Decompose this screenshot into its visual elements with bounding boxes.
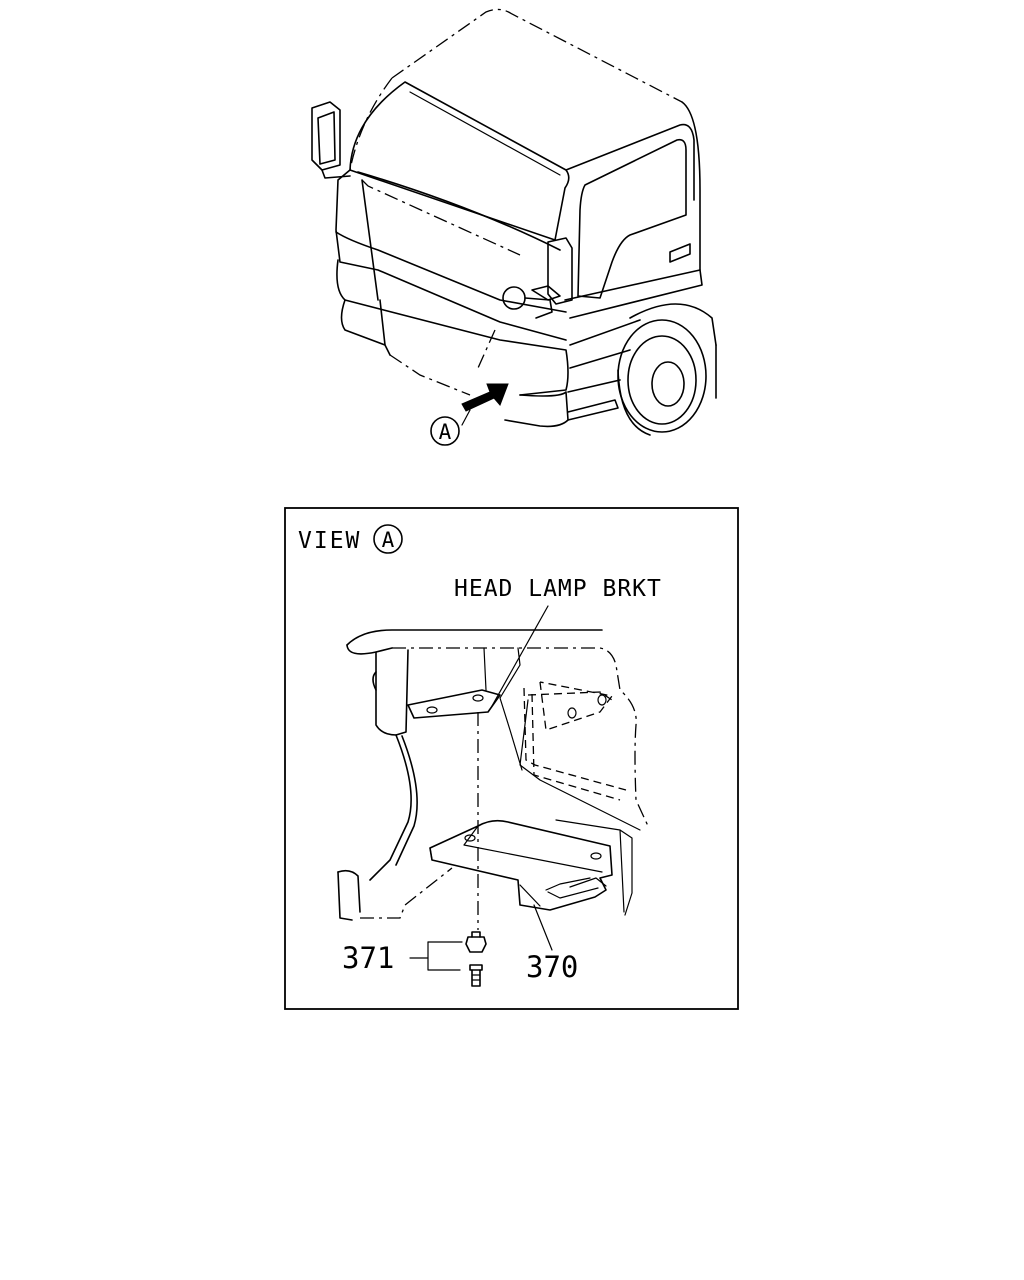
head-lamp-brkt-leader xyxy=(491,605,549,707)
view-label-letter: A xyxy=(382,528,395,552)
head-lamp-brkt-label: HEAD LAMP BRKT xyxy=(454,576,662,602)
view-a-frame xyxy=(284,507,739,1010)
part-number-371: 371 xyxy=(342,941,394,975)
view-a-title: VIEW A xyxy=(298,524,403,554)
view-a-callout-letter: A xyxy=(439,420,452,444)
truck-cab-illustration xyxy=(311,8,717,436)
view-a-callout: A xyxy=(430,416,460,446)
view-label: VIEW xyxy=(298,528,361,554)
view-direction-arrow xyxy=(461,383,509,412)
part-number-370: 370 xyxy=(526,950,578,984)
bracket-detail-illustration xyxy=(337,629,649,987)
